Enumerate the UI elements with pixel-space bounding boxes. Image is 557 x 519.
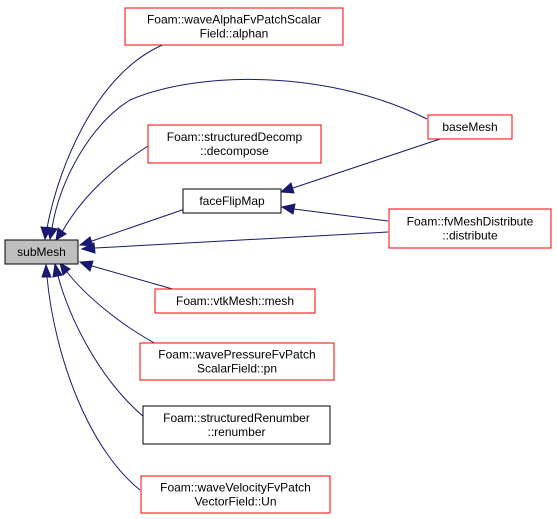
node-vtkmesh[interactable]: Foam::vtkMesh::mesh <box>154 288 316 314</box>
edge-distribute-to-faceflipmap <box>280 203 389 222</box>
decompose-label-line-2: ::decompose <box>200 144 269 158</box>
edge-decompose-to-submesh <box>55 145 149 241</box>
edge-alphan-to-submesh <box>40 43 166 241</box>
node-renumber[interactable]: Foam::structuredRenumber::renumber <box>142 405 331 445</box>
pn-label-line-2: ScalarField::pn <box>197 362 277 376</box>
renumber-label-line-1: Foam::structuredRenumber <box>163 411 310 425</box>
alphan-label-line-1: Foam::waveAlphaFvPatchScalar <box>147 13 321 27</box>
vtkmesh-box[interactable] <box>154 288 316 314</box>
faceflipmap-box[interactable] <box>182 188 282 214</box>
node-distribute[interactable]: Foam::fvMeshDistribute::distribute <box>388 208 552 249</box>
renumber-box[interactable] <box>142 405 331 445</box>
pn-box[interactable] <box>139 342 335 381</box>
edge-pn-to-submesh <box>59 261 161 347</box>
un-box[interactable] <box>140 475 331 514</box>
faceflipmap-label-line-1: faceFlipMap <box>199 194 265 208</box>
edge-un-to-submesh <box>41 263 141 491</box>
renumber-label-line-2: ::renumber <box>207 425 265 439</box>
edge-faceflipmap-to-submesh <box>78 208 186 247</box>
edge-vtkmesh-to-submesh <box>78 260 177 291</box>
node-alphan[interactable]: Foam::waveAlphaFvPatchScalarField::alpha… <box>124 7 344 46</box>
distribute-label-line-2: ::distribute <box>442 229 498 243</box>
distribute-box[interactable] <box>388 208 552 249</box>
un-label-line-2: VectorField::Un <box>194 495 276 509</box>
edge-basemesh-to-faceflipmap <box>279 138 441 194</box>
node-decompose[interactable]: Foam::structuredDecomp::decompose <box>147 124 322 164</box>
basemesh-label-line-1: baseMesh <box>442 120 497 134</box>
submesh-label-line-1: subMesh <box>17 245 66 259</box>
alphan-box[interactable] <box>124 7 344 46</box>
node-faceflipmap[interactable]: faceFlipMap <box>182 188 282 214</box>
edge-distribute-to-submesh <box>80 231 389 254</box>
edge-renumber-to-submesh <box>52 262 146 419</box>
basemesh-box[interactable] <box>427 114 513 140</box>
decompose-box[interactable] <box>147 124 322 164</box>
vtkmesh-label-line-1: Foam::vtkMesh::mesh <box>176 294 294 308</box>
node-basemesh[interactable]: baseMesh <box>427 114 513 140</box>
decompose-label-line-1: Foam::structuredDecomp <box>167 130 303 144</box>
edge-basemesh-to-submesh <box>46 78 428 241</box>
un-label-line-1: Foam::waveVelocityFvPatch <box>160 481 311 495</box>
node-submesh[interactable]: subMesh <box>4 239 79 265</box>
alphan-label-line-2: Field::alphan <box>200 27 269 41</box>
submesh-box[interactable] <box>4 239 79 265</box>
distribute-label-line-1: Foam::fvMeshDistribute <box>407 215 534 229</box>
pn-label-line-1: Foam::wavePressureFvPatch <box>158 348 315 362</box>
